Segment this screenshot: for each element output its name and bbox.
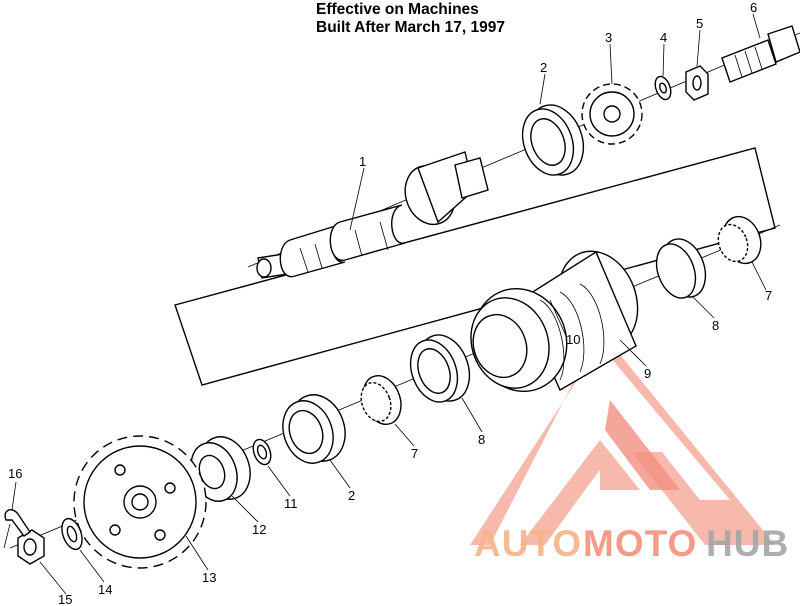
callout-14: 14 <box>98 582 112 597</box>
part-taper-bearing-upper <box>717 215 762 265</box>
part-small-sprocket <box>581 83 643 145</box>
part-spacer-ring <box>252 438 272 466</box>
callout-2-lower: 2 <box>348 488 355 503</box>
effectivity-note: Effective on Machines Built After March … <box>316 1 505 37</box>
part-large-sprocket <box>73 435 207 569</box>
part-bearing-lower <box>282 394 346 464</box>
callout-5: 5 <box>696 16 703 31</box>
callout-1: 1 <box>359 154 366 169</box>
callout-3: 3 <box>605 30 612 45</box>
part-race-lower <box>409 334 471 403</box>
part-bearing-upper <box>521 104 585 176</box>
effectivity-line-2: Built After March 17, 1997 <box>316 19 505 36</box>
watermark-logo: AUTO MOTO HUB <box>470 330 789 564</box>
callout-15: 15 <box>58 592 72 606</box>
callout-4: 4 <box>660 30 667 45</box>
part-washer-upper <box>654 75 672 101</box>
watermark-text-auto: AUTO <box>474 523 582 564</box>
part-taper-bearing-lower <box>360 375 402 425</box>
part-lock-nut <box>685 65 709 101</box>
watermark-triangle-mark <box>470 330 775 545</box>
effectivity-line-1: Effective on Machines <box>316 1 479 18</box>
part-cotter-pin <box>3 509 31 549</box>
part-race-upper <box>655 238 707 299</box>
shaft-group-frame <box>174 147 776 386</box>
callout-11: 11 <box>284 496 298 511</box>
callout-7-lower: 7 <box>411 446 418 461</box>
part-drum-assembly <box>470 250 639 393</box>
callout-13: 13 <box>202 570 216 585</box>
callout-7-upper: 7 <box>765 288 772 303</box>
callout-labels: 1 2 3 4 5 6 7 8 9 10 8 7 2 11 12 13 14 1… <box>8 0 772 606</box>
callout-10: 10 <box>566 332 580 347</box>
callout-2-upper: 2 <box>540 60 547 75</box>
watermark-text-hub: HUB <box>706 523 789 564</box>
watermark-text-moto: MOTO <box>583 523 697 564</box>
callout-leaders <box>11 13 767 595</box>
part-castle-nut <box>17 529 45 565</box>
part-washer-lower <box>61 517 83 551</box>
callout-8-lower: 8 <box>478 432 485 447</box>
callout-12: 12 <box>252 522 266 537</box>
callout-6: 6 <box>750 0 757 15</box>
callout-8-upper: 8 <box>712 318 719 333</box>
callout-9: 9 <box>644 366 651 381</box>
part-bolt <box>721 25 800 83</box>
part-shaft <box>256 151 489 279</box>
callout-16: 16 <box>8 466 22 481</box>
